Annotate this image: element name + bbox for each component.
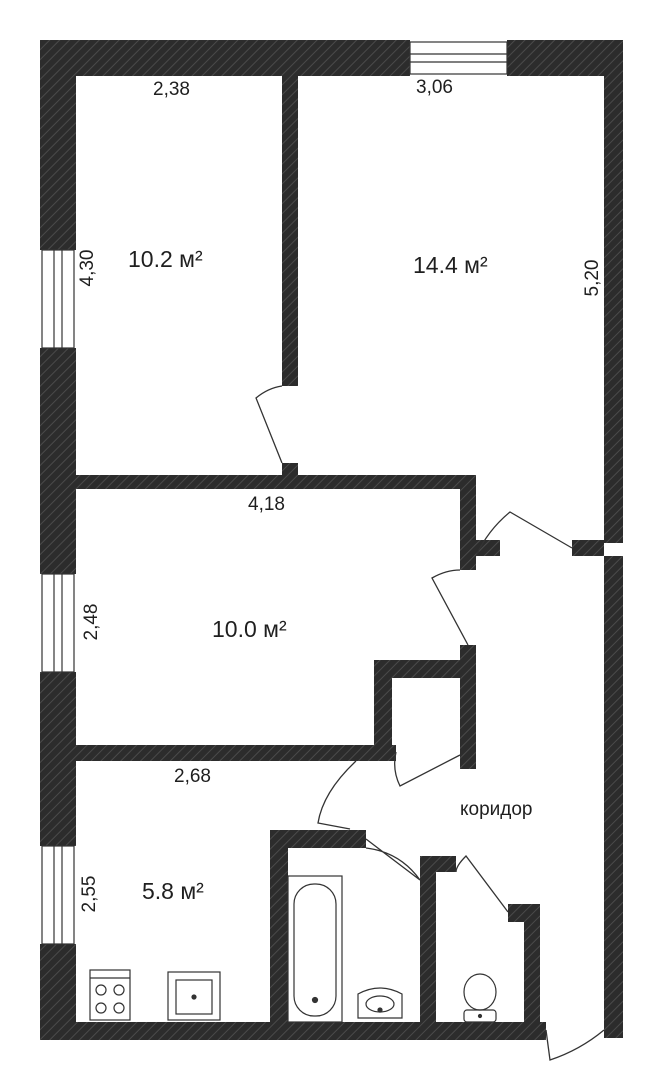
washbasin-icon	[357, 987, 403, 1019]
room-3-area-label: 10.0 м²	[212, 616, 287, 642]
room-4-width-label: 2,68	[174, 766, 211, 787]
room-4-height-label: 2,55	[79, 875, 100, 913]
door-kitchen	[317, 760, 357, 830]
room-2-area-label: 14.4 м²	[413, 252, 488, 278]
door-bathroom	[365, 838, 421, 881]
door-entrance	[545, 1029, 605, 1061]
door-toilet	[455, 855, 509, 913]
interior-walls	[76, 76, 604, 1022]
door-room-10	[431, 569, 469, 646]
door-room-14	[255, 385, 283, 464]
outer-walls	[40, 40, 623, 1040]
corridor-label: коридор	[460, 799, 533, 820]
toilet-icon	[463, 973, 497, 1023]
windows	[41, 41, 508, 945]
doors	[255, 385, 605, 1061]
stove-icon	[89, 969, 131, 1021]
room-3-width-label: 4,18	[248, 494, 285, 515]
bathtub-icon	[287, 875, 343, 1023]
room-4-area-label: 5.8 м²	[142, 878, 204, 904]
window-left-1	[41, 249, 75, 349]
sink-icon	[167, 971, 221, 1021]
room-1-area-label: 10.2 м²	[128, 246, 203, 272]
room-3-height-label: 2,48	[81, 603, 102, 641]
door-corridor-top	[475, 511, 573, 557]
window-left-3	[41, 845, 75, 945]
room-2-width-label: 3,06	[416, 77, 453, 98]
room-1-height-label: 4,30	[77, 249, 98, 287]
window-left-2	[41, 573, 75, 673]
door-closet	[394, 751, 461, 787]
room-2-height-label: 5,20	[582, 259, 603, 297]
room-1-width-label: 2,38	[153, 79, 190, 100]
window-top	[409, 41, 508, 75]
